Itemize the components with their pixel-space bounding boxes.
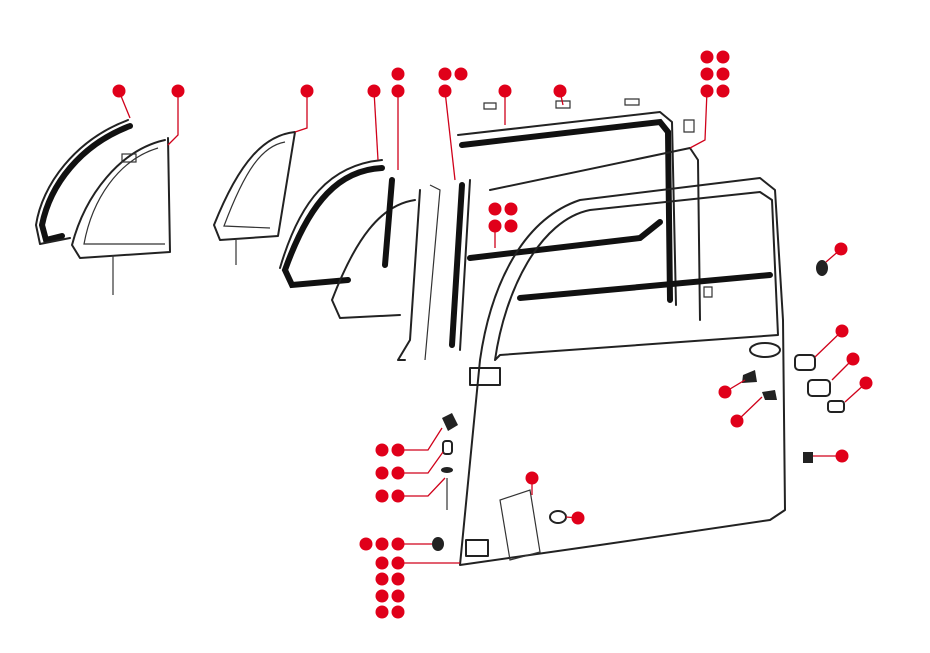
leader-lines <box>118 90 867 564</box>
callout-marker[interactable] <box>716 67 730 81</box>
small-parts <box>432 98 845 551</box>
door-shell <box>459 177 786 566</box>
callout-marker[interactable] <box>359 537 373 551</box>
callout-marker[interactable] <box>375 605 389 619</box>
division-bar-seal <box>449 179 471 351</box>
callout-marker[interactable] <box>718 385 732 399</box>
callout-marker[interactable] <box>730 414 744 428</box>
callout-marker[interactable] <box>391 589 405 603</box>
callout-marker[interactable] <box>391 84 405 98</box>
vent-window-frame-2 <box>213 131 296 265</box>
callout-marker[interactable] <box>391 605 405 619</box>
callout-marker[interactable] <box>859 376 873 390</box>
callout-marker[interactable] <box>375 537 389 551</box>
callout-marker[interactable] <box>391 572 405 586</box>
callout-marker[interactable] <box>391 443 405 457</box>
callout-marker[interactable] <box>391 537 405 551</box>
callout-marker[interactable] <box>112 84 126 98</box>
callout-marker[interactable] <box>300 84 314 98</box>
callout-marker[interactable] <box>488 202 502 216</box>
callout-marker[interactable] <box>571 511 585 525</box>
callout-marker[interactable] <box>834 242 848 256</box>
window-channel-seal <box>457 111 701 321</box>
callout-marker[interactable] <box>454 67 468 81</box>
callout-marker[interactable] <box>716 50 730 64</box>
callout-marker[interactable] <box>438 67 452 81</box>
callout-markers[interactable] <box>112 50 873 619</box>
callout-marker[interactable] <box>700 67 714 81</box>
vent-window-assembly <box>331 177 441 361</box>
callout-marker[interactable] <box>835 449 849 463</box>
callout-marker[interactable] <box>504 219 518 233</box>
callout-marker[interactable] <box>438 84 452 98</box>
callout-marker[interactable] <box>375 572 389 586</box>
callout-marker[interactable] <box>391 466 405 480</box>
callout-marker[interactable] <box>504 202 518 216</box>
callout-marker[interactable] <box>700 50 714 64</box>
callout-marker[interactable] <box>846 352 860 366</box>
callout-marker[interactable] <box>525 471 539 485</box>
vent-window-seal <box>35 119 133 245</box>
callout-marker[interactable] <box>716 84 730 98</box>
callout-marker[interactable] <box>391 556 405 570</box>
callout-marker[interactable] <box>171 84 185 98</box>
callout-marker[interactable] <box>375 589 389 603</box>
callout-marker[interactable] <box>375 556 389 570</box>
callout-marker[interactable] <box>700 84 714 98</box>
callout-marker[interactable] <box>391 489 405 503</box>
callout-marker[interactable] <box>553 84 567 98</box>
callout-marker[interactable] <box>835 324 849 338</box>
callout-marker[interactable] <box>498 84 512 98</box>
callout-marker[interactable] <box>375 466 389 480</box>
callout-marker[interactable] <box>391 67 405 81</box>
vent-glass-seal <box>279 159 385 289</box>
callout-marker[interactable] <box>367 84 381 98</box>
vent-window-frame <box>71 137 171 295</box>
callout-marker[interactable] <box>488 219 502 233</box>
callout-marker[interactable] <box>375 489 389 503</box>
callout-marker[interactable] <box>375 443 389 457</box>
